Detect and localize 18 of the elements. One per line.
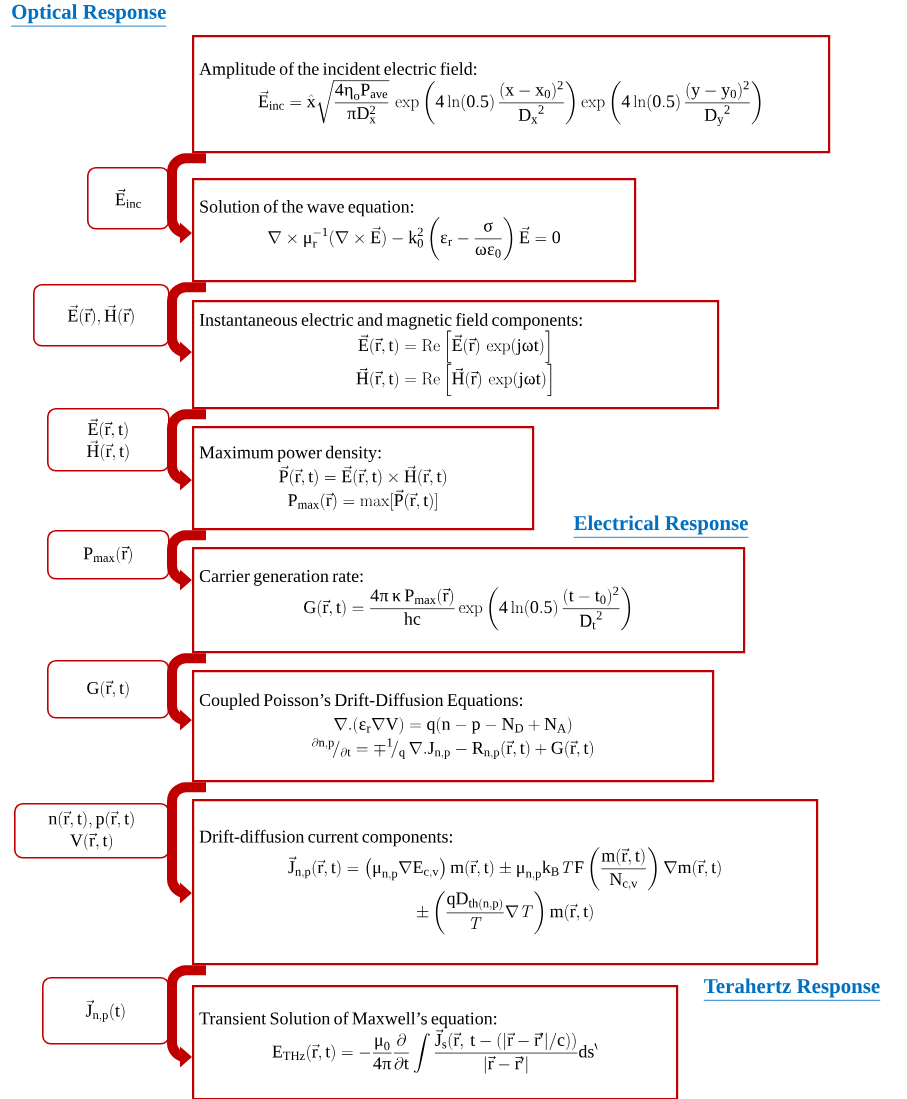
variable-box: $n(\vec{r},t),p(\vec{r},t)$ $V(\vec{r},t)$ — [14, 803, 170, 859]
section-heading: Electrical Response — [573, 515, 749, 538]
equation-box: Solution of the wave equation: $\nabla\times\mu_r^{-1}(\nabla\times\vec{E}) - k_0^2\left(\epsilon_r - \frac{\sigma}{\omega\epsilon_0}\right)\vec{E} = 0$ — [192, 178, 637, 283]
section-heading: Terahertz Response — [703, 978, 881, 1001]
equation-box: Drift-diffusion current components: $\vec{J}_{n,p}(\vec{r},t) = \left(\mu_{n,p}\nabla E_{c,v}\right)m(\vec{r},t) \pm \mu_{n,p}k_B\mathit{T}F\left(\frac{m(\vec{r},t)}{N_{c,v}}\right)\nabla m(\vec{r},t)$ $\pm\left(\frac{qD_{th(n,p)}}{\mathit{T}}\nabla\mathit{T}\right)m(\vec{r},t)$ — [192, 799, 819, 966]
equation-box: Transient Solution of Maxwell’s equation: $E_{THz}(\vec{r},t) = -\frac{\mu_0}{4\pi}\frac{\partial}{\partial t}\int\frac{\vec{J}_s(\vec{r},\ t-(|\vec{r}-\vec{r}'|/c))}{|\vec{r}-\vec{r}'|}ds^{\backprime}$ — [192, 985, 679, 1099]
variable-box: $G(\vec{r},t)$ — [47, 660, 170, 719]
variable-box: $\vec{J}_{n,p}(t)$ — [42, 977, 170, 1045]
equation-box: Coupled Poisson’s Drift-Diffusion Equations: $\nabla.(\epsilon_r\nabla V) = q(n-p-N_D+N_A)$ ${}^{\partial n,p}\!/_{\partial t} = \mp{}^{1}\!/_{q}\,\nabla.J_{n,p} - R_{n,p}(\vec{r},t) + G(\vec{r},t)$ — [192, 670, 715, 783]
variable-box: $\vec{E}(\vec{r}),\vec{H}(\vec{r})$ — [33, 284, 170, 347]
equation-box: Maximum power density: $\vec{P}(\vec{r},t) = \vec{E}(\vec{r},t)\times\vec{H}(\vec{r},t)$ $P_{max}(\vec{r}) = \max[\vec{P}(\vec{r},t)]$ — [192, 426, 535, 531]
equation-box: Instantaneous electric and magnetic field components: $\vec{E}(\vec{r},t) = \mathrm{Re}\left[\vec{E}(\vec{r})\,\exp(j\omega t)\right]$ $\vec{H}(\vec{r},t) = \mathrm{Re}\left[\vec{H}(\vec{r})\,\exp(j\omega t)\right]$ — [192, 300, 720, 410]
equation-box: Amplitude of the incident electric field: $\vec{E}_{inc} = \hat{x}\sqrt{\frac{4\eta_o P_{ave}}{\pi D_x^2}}\,\exp\left(4\ln(0.5)\,\frac{(x-x_0)^2}{{D_x}^2}\right)\exp\left(4\ln(0.5)\,\frac{(y-y_0)^2}{{D_y}^2}\right)$ — [192, 35, 831, 154]
equation-box: Carrier generation rate: $G(\vec{r},t) = \frac{4\pi\,\kappa\,P_{max}(\vec{r})}{hc}\exp\left(4\ln(0.5)\,\frac{(t-t_0)^2}{{D_t}^2}\right)$ — [192, 547, 746, 654]
variable-box: $\vec{E}_{inc}$ — [87, 167, 170, 230]
variable-box: $P_{max}(\vec{r})$ — [47, 530, 170, 580]
variable-box: $\vec{E}(\vec{r},t)$ $\vec{H}(\vec{r},t)$ — [47, 408, 170, 472]
section-heading: Optical Response — [10, 4, 167, 27]
